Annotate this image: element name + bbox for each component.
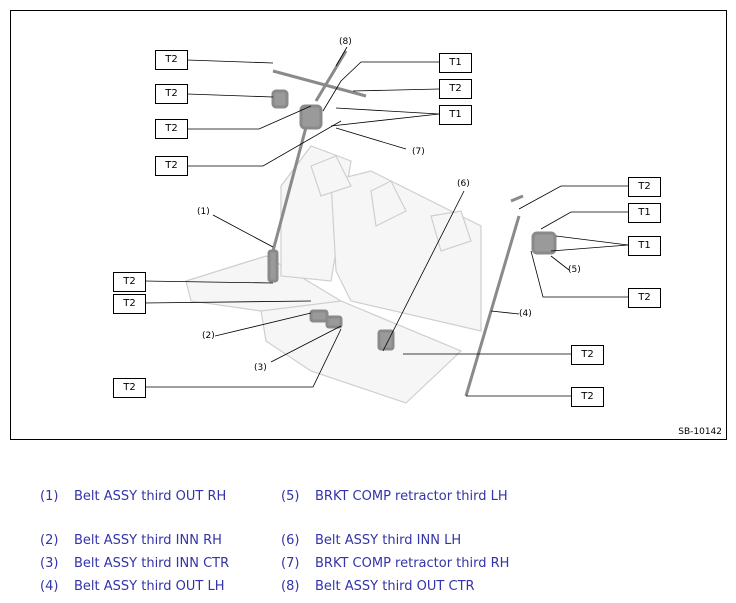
legend-number: (2): [40, 533, 59, 548]
torque-box: T2: [113, 272, 146, 292]
legend-text: BRKT COMP retractor third RH: [315, 556, 510, 571]
callout-7: (7): [412, 147, 425, 157]
seat-drawing: [143, 46, 629, 404]
legend-number: (3): [40, 556, 59, 571]
legend-text: Belt ASSY third INN CTR: [74, 556, 230, 571]
torque-box: T2: [155, 50, 188, 70]
legend-item: (8) Belt ASSY third OUT CTR: [281, 579, 475, 594]
torque-box: T2: [439, 79, 472, 99]
torque-box: T1: [628, 236, 661, 256]
torque-box: T2: [155, 84, 188, 104]
parts-diagram: T2 T2 T2 T2 T1 T2 T1 T2 T2 T2 T2 T1 T1 T…: [10, 10, 727, 440]
legend-number: (8): [281, 579, 300, 594]
torque-box: T2: [628, 288, 661, 308]
torque-box: T2: [113, 294, 146, 314]
torque-box: T2: [571, 345, 604, 365]
figure-code: SB-10142: [678, 427, 722, 437]
legend-text: Belt ASSY third INN RH: [74, 533, 222, 548]
legend-number: (1): [40, 489, 59, 504]
legend-text: Belt ASSY third OUT LH: [74, 579, 225, 594]
callout-2: (2): [202, 331, 215, 341]
torque-box: T2: [155, 156, 188, 176]
torque-box: T2: [155, 119, 188, 139]
legend-item: (1) Belt ASSY third OUT RH: [40, 489, 226, 504]
legend-number: (6): [281, 533, 300, 548]
legend-item: (5) BRKT COMP retractor third LH: [281, 489, 508, 504]
callout-1: (1): [197, 207, 210, 217]
torque-box: T1: [439, 53, 472, 73]
callout-8: (8): [339, 37, 352, 47]
legend-number: (4): [40, 579, 59, 594]
legend-item: (3) Belt ASSY third INN CTR: [40, 556, 229, 571]
callout-5: (5): [568, 265, 581, 275]
legend-number: (7): [281, 556, 300, 571]
legend-item: (7) BRKT COMP retractor third RH: [281, 556, 509, 571]
legend-item: (4) Belt ASSY third OUT LH: [40, 579, 225, 594]
torque-box: T2: [113, 378, 146, 398]
torque-box: T2: [628, 177, 661, 197]
legend-text: Belt ASSY third INN LH: [315, 533, 462, 548]
legend-text: Belt ASSY third OUT CTR: [315, 579, 475, 594]
callout-6: (6): [457, 179, 470, 189]
callout-3: (3): [254, 363, 267, 373]
legend-item: (6) Belt ASSY third INN LH: [281, 533, 461, 548]
torque-box: T1: [628, 203, 661, 223]
torque-box: T1: [439, 105, 472, 125]
callout-4: (4): [519, 309, 532, 319]
legend-item: (2) Belt ASSY third INN RH: [40, 533, 222, 548]
legend-text: BRKT COMP retractor third LH: [315, 489, 508, 504]
legend-number: (5): [281, 489, 300, 504]
legend-text: Belt ASSY third OUT RH: [74, 489, 227, 504]
torque-box: T2: [571, 387, 604, 407]
